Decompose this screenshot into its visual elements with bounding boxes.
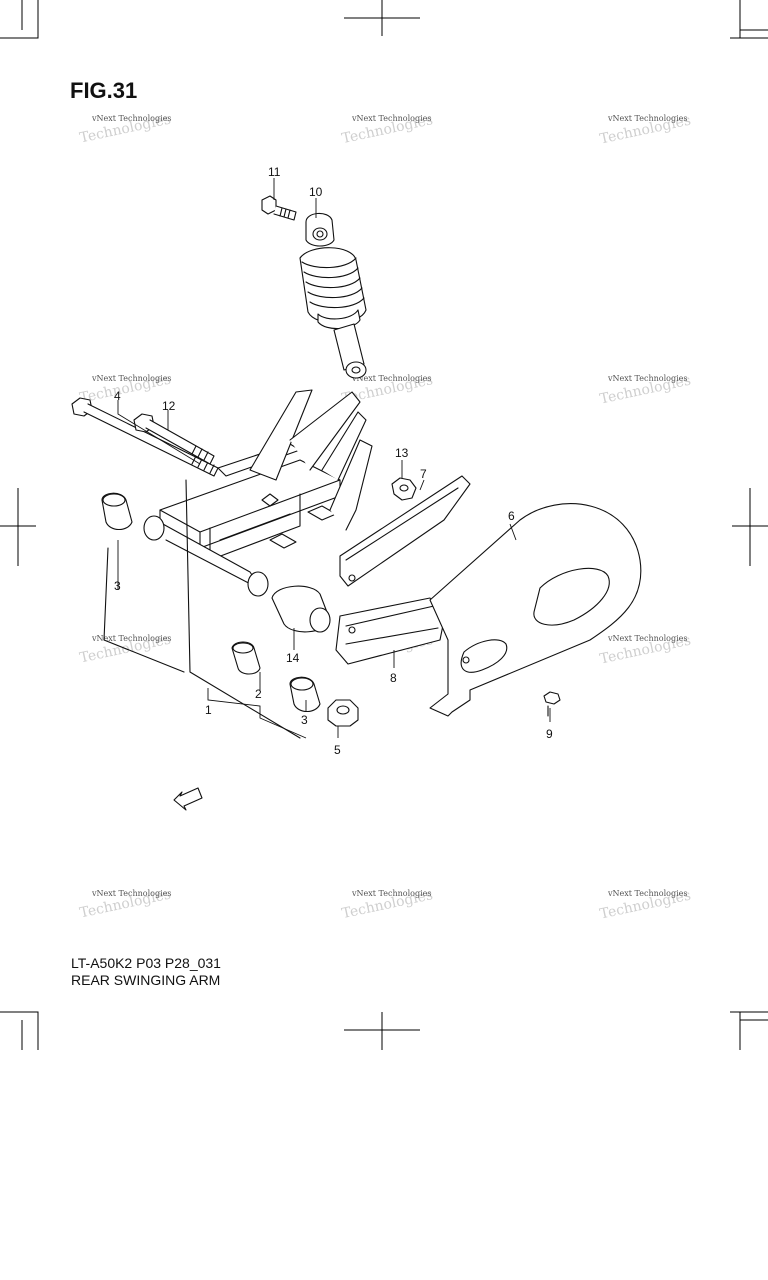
nut-5-icon	[327, 699, 359, 727]
watermark-text: vNext Technologies	[607, 634, 687, 643]
bushing-3b-icon	[289, 676, 321, 713]
watermark-text: vNext Technologies	[607, 114, 687, 123]
watermark-text: vNext Technologies	[607, 889, 687, 898]
callout-14: 14	[286, 651, 300, 665]
collar-2-icon	[231, 641, 261, 675]
chain-guard-7-icon	[339, 475, 471, 587]
spacer-14-icon	[271, 585, 331, 633]
figure-code: LT-A50K2 P03 P28_031	[71, 955, 221, 971]
callout-7: 7	[420, 467, 427, 481]
watermark-text: vNext Technologies	[91, 889, 171, 898]
chain-guard-8-icon	[335, 597, 445, 665]
watermark-text: vNext Technologies	[351, 374, 431, 383]
leader-lines	[117, 178, 551, 739]
callout-12: 12	[162, 399, 176, 413]
swing-arm-icon	[103, 389, 373, 739]
callout-8: 8	[390, 671, 397, 685]
fwd-arrow-icon	[173, 787, 203, 811]
callout-13: 13	[395, 446, 409, 460]
figure-name: REAR SWINGING ARM	[71, 972, 221, 988]
crop-marks	[0, 0, 768, 1050]
watermark-text: vNext Technologies	[91, 634, 171, 643]
callout-3: 3	[114, 579, 121, 593]
callout-9: 9	[546, 727, 553, 741]
watermark-text: vNext Technologies	[607, 374, 687, 383]
callout-6: 6	[508, 509, 515, 523]
callout-1: 1	[205, 703, 212, 717]
callout-5: 5	[334, 743, 341, 757]
figure-title: FIG.31	[70, 78, 138, 103]
bushing-3-icon	[101, 492, 133, 531]
watermark-text: vNext Technologies	[91, 114, 171, 123]
callout-3b: 3	[301, 713, 308, 727]
callout-11: 11	[268, 165, 281, 179]
callout-4: 4	[114, 389, 121, 403]
callout-2: 2	[255, 687, 262, 701]
chain-case-6-icon	[429, 503, 642, 717]
watermark-text: vNext Technologies	[91, 374, 171, 383]
callout-labels: 11 10 4 12 13 7 6 3 14 2 1 3 5 8 9	[114, 165, 553, 757]
bolt-12-icon	[133, 413, 215, 465]
nut-13-icon	[391, 477, 417, 501]
bolt-4-icon	[71, 397, 219, 477]
watermark-text: vNext Technologies	[351, 114, 431, 123]
watermark-text: vNext Technologies	[351, 889, 431, 898]
bolt-11-icon	[261, 195, 297, 221]
callout-10: 10	[309, 185, 323, 199]
screw-9-icon	[543, 691, 561, 717]
shock-absorber-icon	[299, 212, 367, 379]
